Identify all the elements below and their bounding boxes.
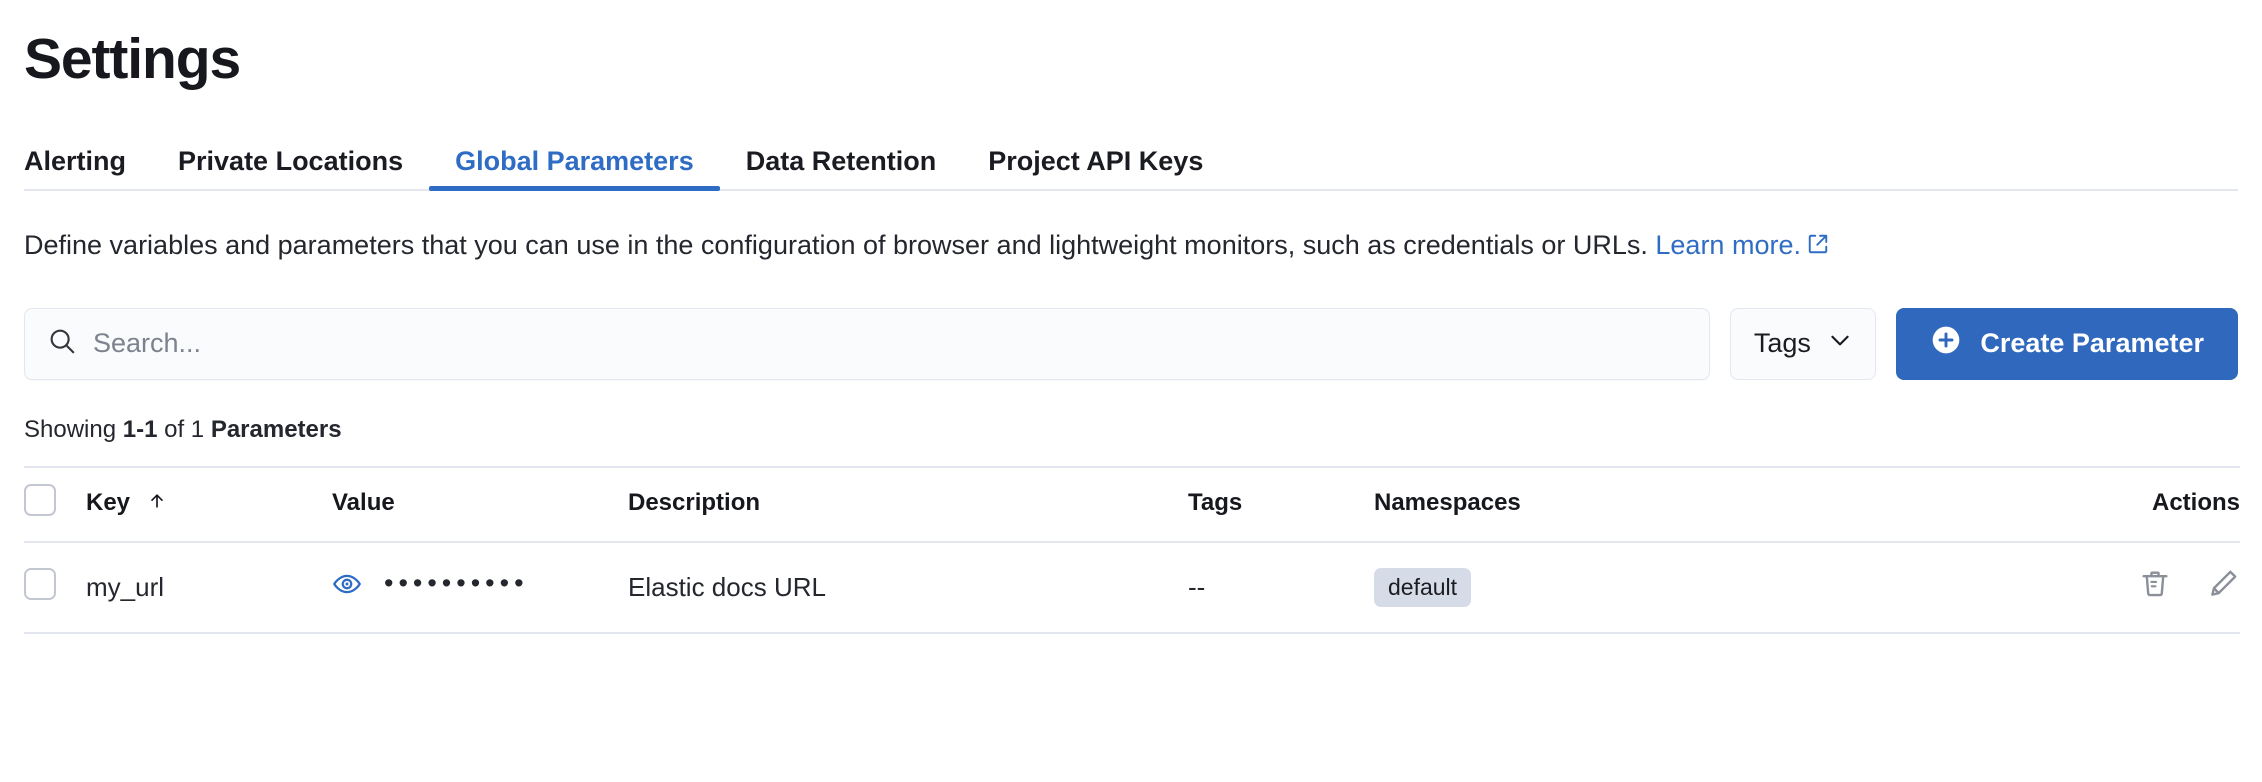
results-summary: Showing 1-1 of 1 Parameters xyxy=(24,416,2238,444)
column-header-tags: Tags xyxy=(1188,465,1374,543)
chevron-down-icon xyxy=(1827,327,1853,360)
tab-project-api-keys[interactable]: Project API Keys xyxy=(962,145,1229,189)
tab-private-locations[interactable]: Private Locations xyxy=(152,145,429,189)
cell-actions xyxy=(1954,541,2240,634)
table-row: my_url •••••••••• Elastic docs UR xyxy=(24,541,2240,634)
cell-namespaces: default xyxy=(1374,541,1954,634)
parameters-table: Key Value Description Tags Namespaces xyxy=(24,465,2240,634)
namespace-badge: default xyxy=(1374,567,1472,607)
learn-more-link[interactable]: Learn more. xyxy=(1655,230,1829,260)
trash-icon[interactable] xyxy=(2138,567,2172,601)
results-entity: Parameters xyxy=(210,415,342,443)
column-header-label: Value xyxy=(332,489,395,517)
create-parameter-button[interactable]: Create Parameter xyxy=(1896,307,2238,380)
select-all-checkbox[interactable] xyxy=(24,483,56,516)
tab-label: Data Retention xyxy=(745,145,937,176)
description-body: Define variables and parameters that you… xyxy=(24,229,1648,260)
results-range: 1-1 xyxy=(122,415,158,443)
column-header-value: Value xyxy=(332,465,628,543)
description-text: Define variables and parameters that you… xyxy=(24,225,2238,268)
eye-icon[interactable] xyxy=(332,569,362,599)
pencil-icon[interactable] xyxy=(2206,567,2240,601)
cell-tags: -- xyxy=(1188,541,1374,634)
column-header-label: Tags xyxy=(1188,489,1243,517)
table-body: my_url •••••••••• Elastic docs UR xyxy=(24,541,2240,634)
column-header-label: Namespaces xyxy=(1374,489,1521,517)
search-icon xyxy=(47,326,77,361)
external-link-icon xyxy=(1807,226,1829,268)
create-parameter-label: Create Parameter xyxy=(1980,328,2204,359)
select-all-header xyxy=(24,465,86,543)
table-header: Key Value Description Tags Namespaces xyxy=(24,465,2240,543)
results-total: 1 xyxy=(190,415,205,443)
search-placeholder: Search... xyxy=(93,328,202,359)
column-header-label: Actions xyxy=(2151,489,2240,517)
column-header-description: Description xyxy=(628,465,1188,543)
row-select-checkbox[interactable] xyxy=(24,567,56,600)
column-header-key[interactable]: Key xyxy=(86,465,332,543)
tab-label: Global Parameters xyxy=(455,145,694,176)
cell-description: Elastic docs URL xyxy=(628,541,1188,634)
tab-global-parameters[interactable]: Global Parameters xyxy=(429,145,720,191)
learn-more-label: Learn more. xyxy=(1655,229,1801,260)
results-prefix: Showing xyxy=(24,415,117,443)
tab-data-retention[interactable]: Data Retention xyxy=(720,145,963,189)
masked-value: •••••••••• xyxy=(384,568,529,599)
table-header-row: Key Value Description Tags Namespaces xyxy=(24,465,2240,543)
tags-filter-button[interactable]: Tags xyxy=(1730,307,1877,380)
settings-page: Settings Alerting Private Locations Glob… xyxy=(0,28,2262,634)
search-input[interactable]: Search... xyxy=(24,307,1711,380)
page-title: Settings xyxy=(24,27,241,91)
column-header-label: Description xyxy=(628,489,761,517)
row-select-cell xyxy=(24,541,86,634)
tab-label: Private Locations xyxy=(178,145,404,176)
results-middle: of xyxy=(164,415,185,443)
tab-label: Alerting xyxy=(24,145,127,176)
cell-value: •••••••••• xyxy=(332,541,628,634)
cell-key: my_url xyxy=(86,541,332,634)
column-header-namespaces: Namespaces xyxy=(1374,465,1954,543)
tab-label: Project API Keys xyxy=(988,145,1204,176)
settings-tabs: Alerting Private Locations Global Parame… xyxy=(24,133,2238,191)
toolbar: Search... Tags Create Parameter xyxy=(24,307,2238,380)
column-header-label: Key xyxy=(86,488,131,516)
arrow-up-icon xyxy=(147,490,167,517)
plus-circle-icon xyxy=(1930,324,1962,363)
tab-alerting[interactable]: Alerting xyxy=(24,145,152,189)
column-header-actions: Actions xyxy=(1954,465,2240,543)
tags-filter-label: Tags xyxy=(1753,328,1811,359)
